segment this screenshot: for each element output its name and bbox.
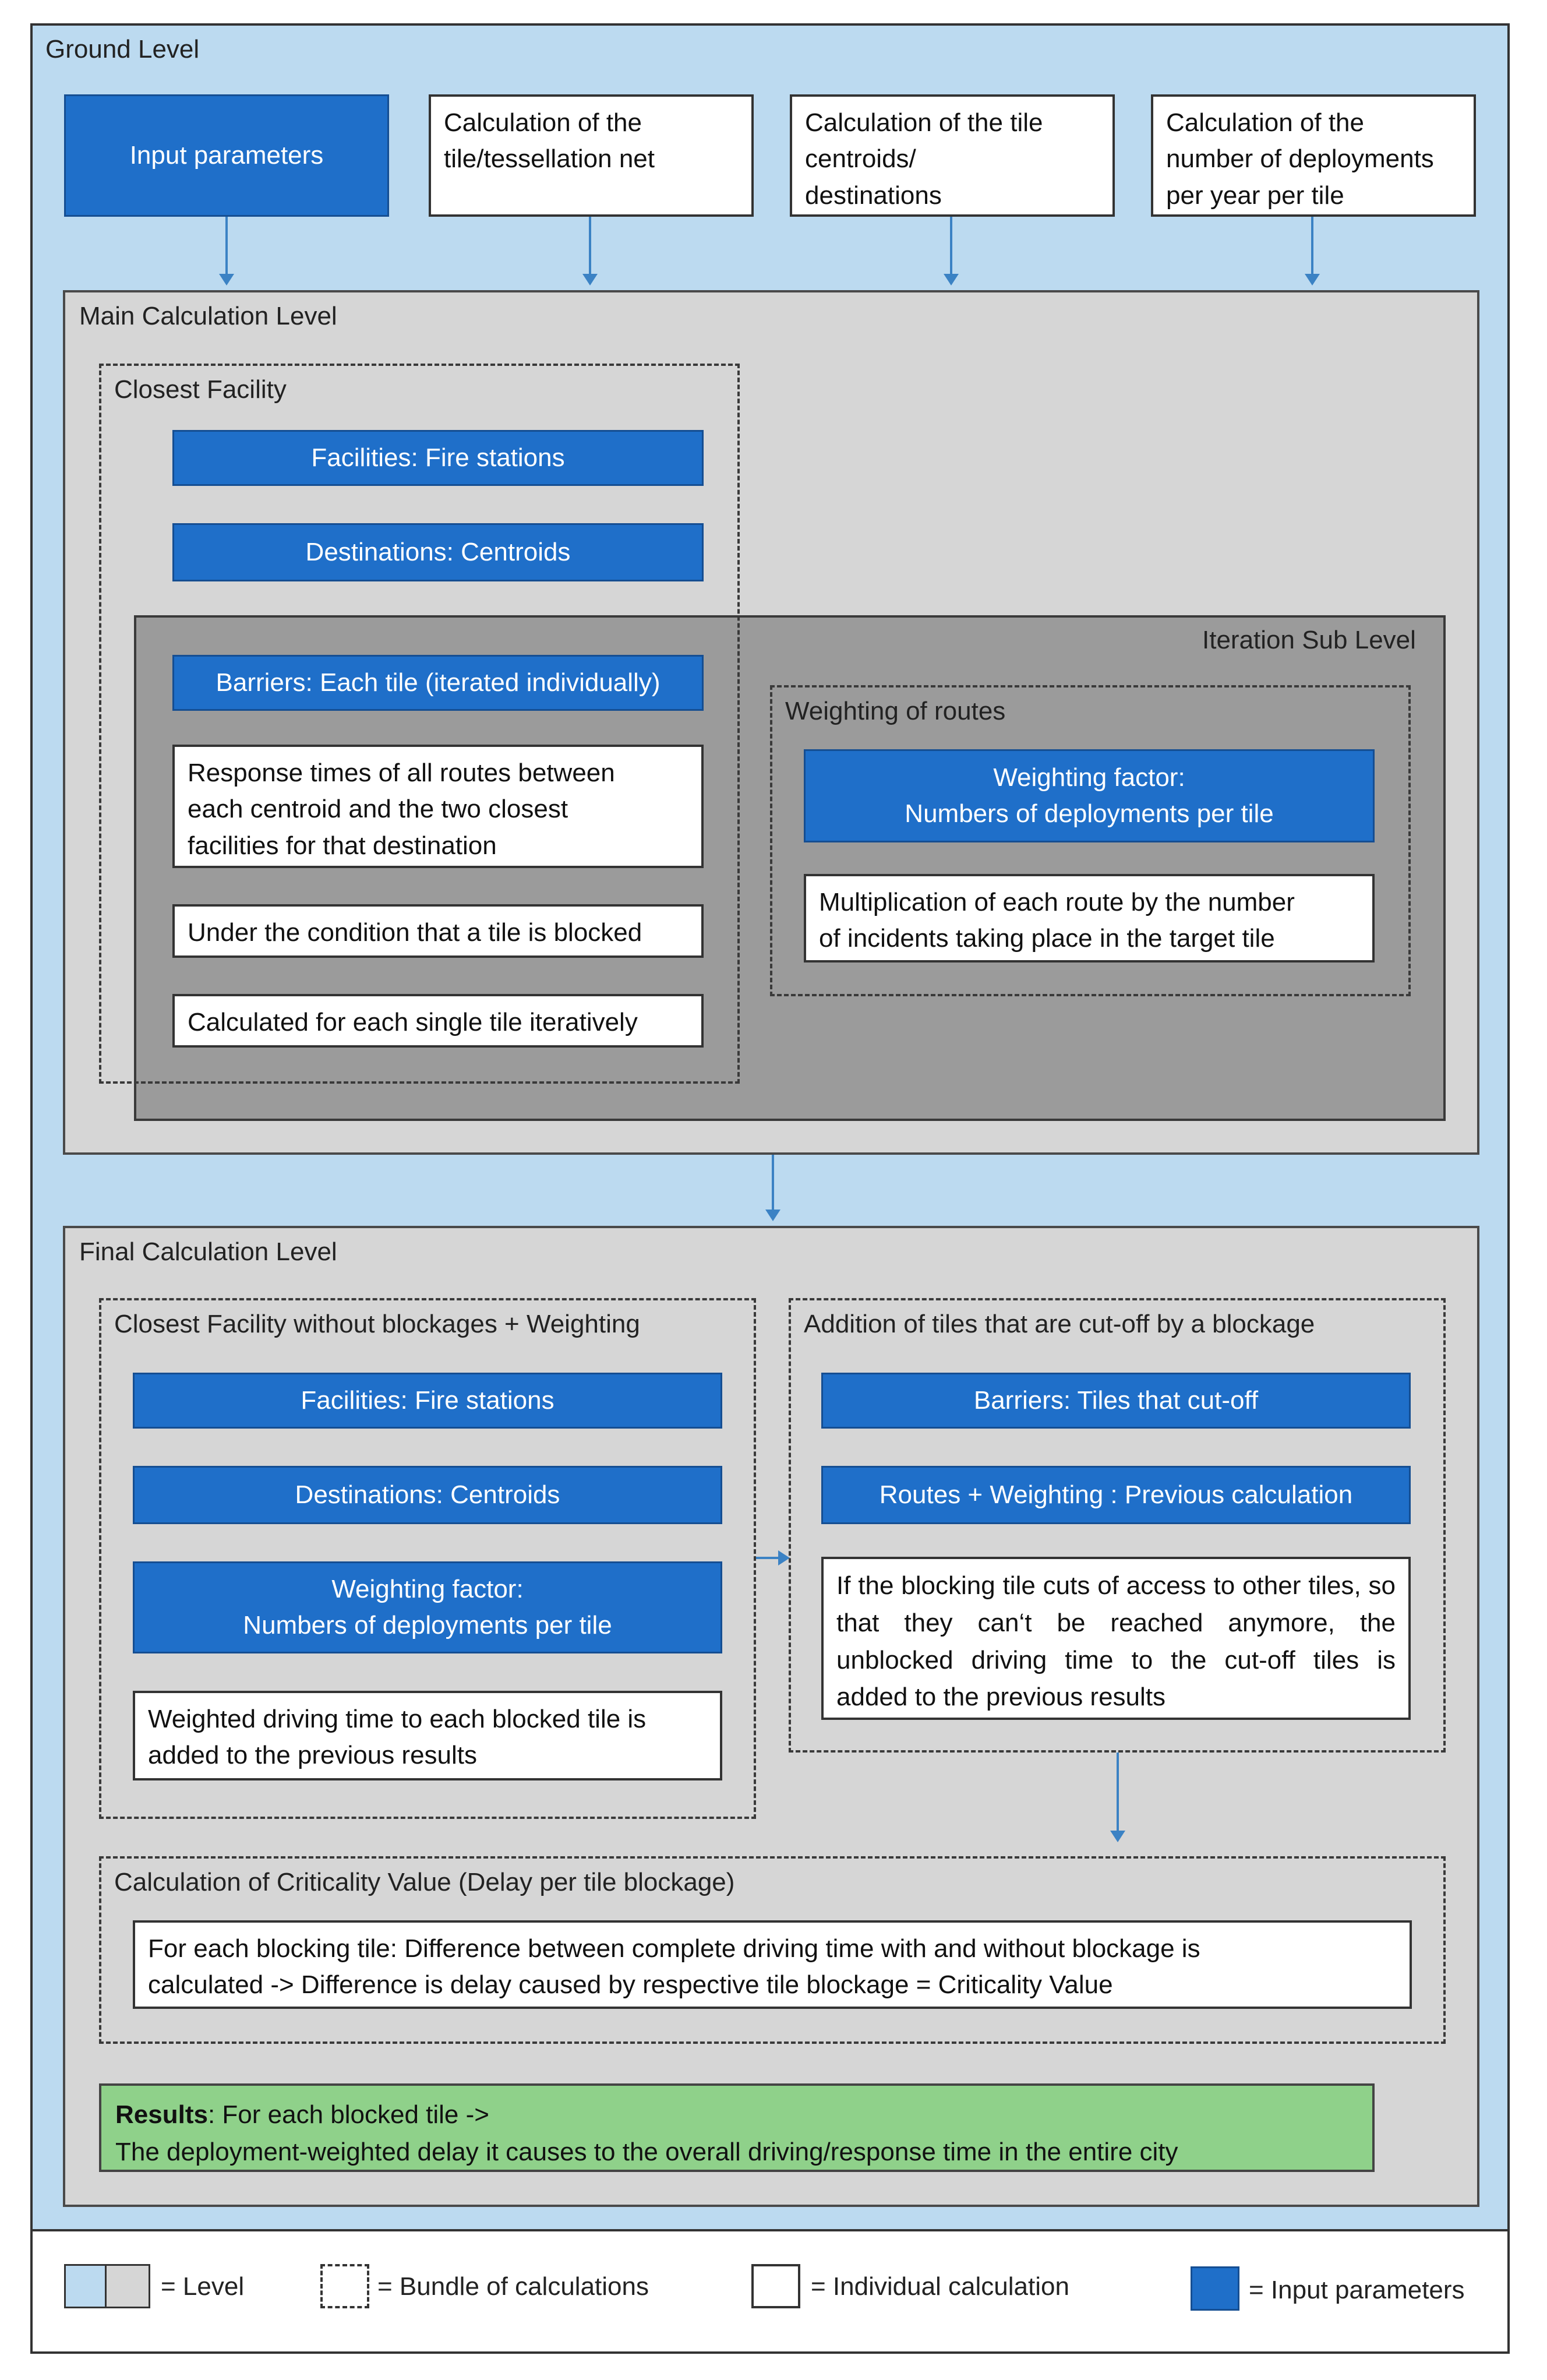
criticality-value-description: For each blocking tile: Difference betwe… bbox=[133, 1920, 1412, 2009]
criticality-value-title: Calculation of Criticality Value (Delay … bbox=[114, 1868, 735, 1896]
legend-individual-label: = Individual calculation bbox=[811, 2272, 1069, 2301]
facilities-fire-stations: Facilities: Fire stations bbox=[172, 430, 704, 486]
results-line-1: : For each blocked tile -> bbox=[207, 2100, 489, 2129]
legend-bundle-swatch bbox=[320, 2264, 369, 2308]
legend-level-label: = Level bbox=[161, 2272, 245, 2301]
weighting-factor-main: Weighting factor: Numbers of deployments… bbox=[804, 749, 1375, 842]
arrow-tiles-to-main bbox=[582, 217, 598, 285]
weighted-driving-time: Weighted driving time to each blocked ti… bbox=[133, 1691, 722, 1780]
tile-blocked-condition: Under the condition that a tile is block… bbox=[172, 904, 704, 958]
arrow-cutoff-to-criticality bbox=[1110, 1753, 1125, 1842]
legend-individual-swatch bbox=[751, 2264, 800, 2308]
cut-off-tiles-title: Addition of tiles that are cut-off by a … bbox=[804, 1310, 1315, 1338]
closest-facility-title: Closest Facility bbox=[114, 375, 287, 404]
cut-off-description: If the blocking tile cuts of access to o… bbox=[821, 1557, 1411, 1720]
barriers-tiles-that-cut-off: Barriers: Tiles that cut-off bbox=[821, 1373, 1411, 1429]
tile-net-calculation: Calculation of the tile/tessellation net bbox=[429, 94, 754, 217]
criticality-value-bundle bbox=[99, 1856, 1446, 2044]
centroid-calculation: Calculation of the tile centroids/ desti… bbox=[790, 94, 1115, 217]
legend-bundle-label: = Bundle of calculations bbox=[377, 2272, 649, 2301]
final-weighting-factor: Weighting factor: Numbers of deployments… bbox=[133, 1561, 722, 1653]
legend-level-swatch-gray bbox=[105, 2264, 150, 2308]
ground-level-title: Ground Level bbox=[45, 35, 200, 64]
response-times-calculation: Response times of all routes between eac… bbox=[172, 745, 704, 868]
legend-input-swatch bbox=[1191, 2266, 1239, 2311]
route-multiplication: Multiplication of each route by the numb… bbox=[804, 874, 1375, 962]
arrow-weighting-to-cutoff bbox=[756, 1550, 790, 1565]
iterative-calculation: Calculated for each single tile iterativ… bbox=[172, 994, 704, 1048]
closest-facility-bundle bbox=[99, 364, 740, 1084]
arrow-main-to-final bbox=[765, 1155, 780, 1221]
destinations-centroids: Destinations: Centroids bbox=[172, 523, 704, 581]
final-facilities-fire-stations: Facilities: Fire stations bbox=[133, 1373, 722, 1429]
results-label: Results bbox=[115, 2100, 208, 2129]
deployments-calculation: Calculation of the number of deployments… bbox=[1151, 94, 1476, 217]
closest-facility-no-blockages-bundle bbox=[99, 1298, 756, 1819]
arrow-input-to-main bbox=[219, 217, 234, 285]
results-box: Results: For each blocked tile -> The de… bbox=[99, 2083, 1375, 2172]
legend-divider bbox=[30, 2229, 1510, 2231]
final-level-title: Final Calculation Level bbox=[79, 1237, 337, 1266]
closest-facility-no-blockages-title: Closest Facility without blockages + Wei… bbox=[114, 1310, 640, 1338]
legend-level-swatch-blue bbox=[64, 2264, 107, 2308]
arrow-deployments-to-main bbox=[1305, 217, 1320, 285]
legend-input-label: = Input parameters bbox=[1249, 2276, 1465, 2304]
iteration-sub-level-title: Iteration Sub Level bbox=[1202, 626, 1416, 654]
input-parameters-box: Input parameters bbox=[64, 94, 389, 217]
routes-weighting-previous: Routes + Weighting : Previous calculatio… bbox=[821, 1466, 1411, 1524]
results-line-2: The deployment-weighted delay it causes … bbox=[115, 2137, 1178, 2166]
main-level-title: Main Calculation Level bbox=[79, 302, 337, 330]
arrow-centroids-to-main bbox=[944, 217, 959, 285]
weighting-of-routes-bundle bbox=[770, 685, 1411, 996]
cut-off-tiles-bundle bbox=[789, 1298, 1446, 1753]
final-destinations-centroids: Destinations: Centroids bbox=[133, 1466, 722, 1524]
barriers-each-tile: Barriers: Each tile (iterated individual… bbox=[172, 655, 704, 711]
weighting-of-routes-title: Weighting of routes bbox=[785, 697, 1006, 725]
